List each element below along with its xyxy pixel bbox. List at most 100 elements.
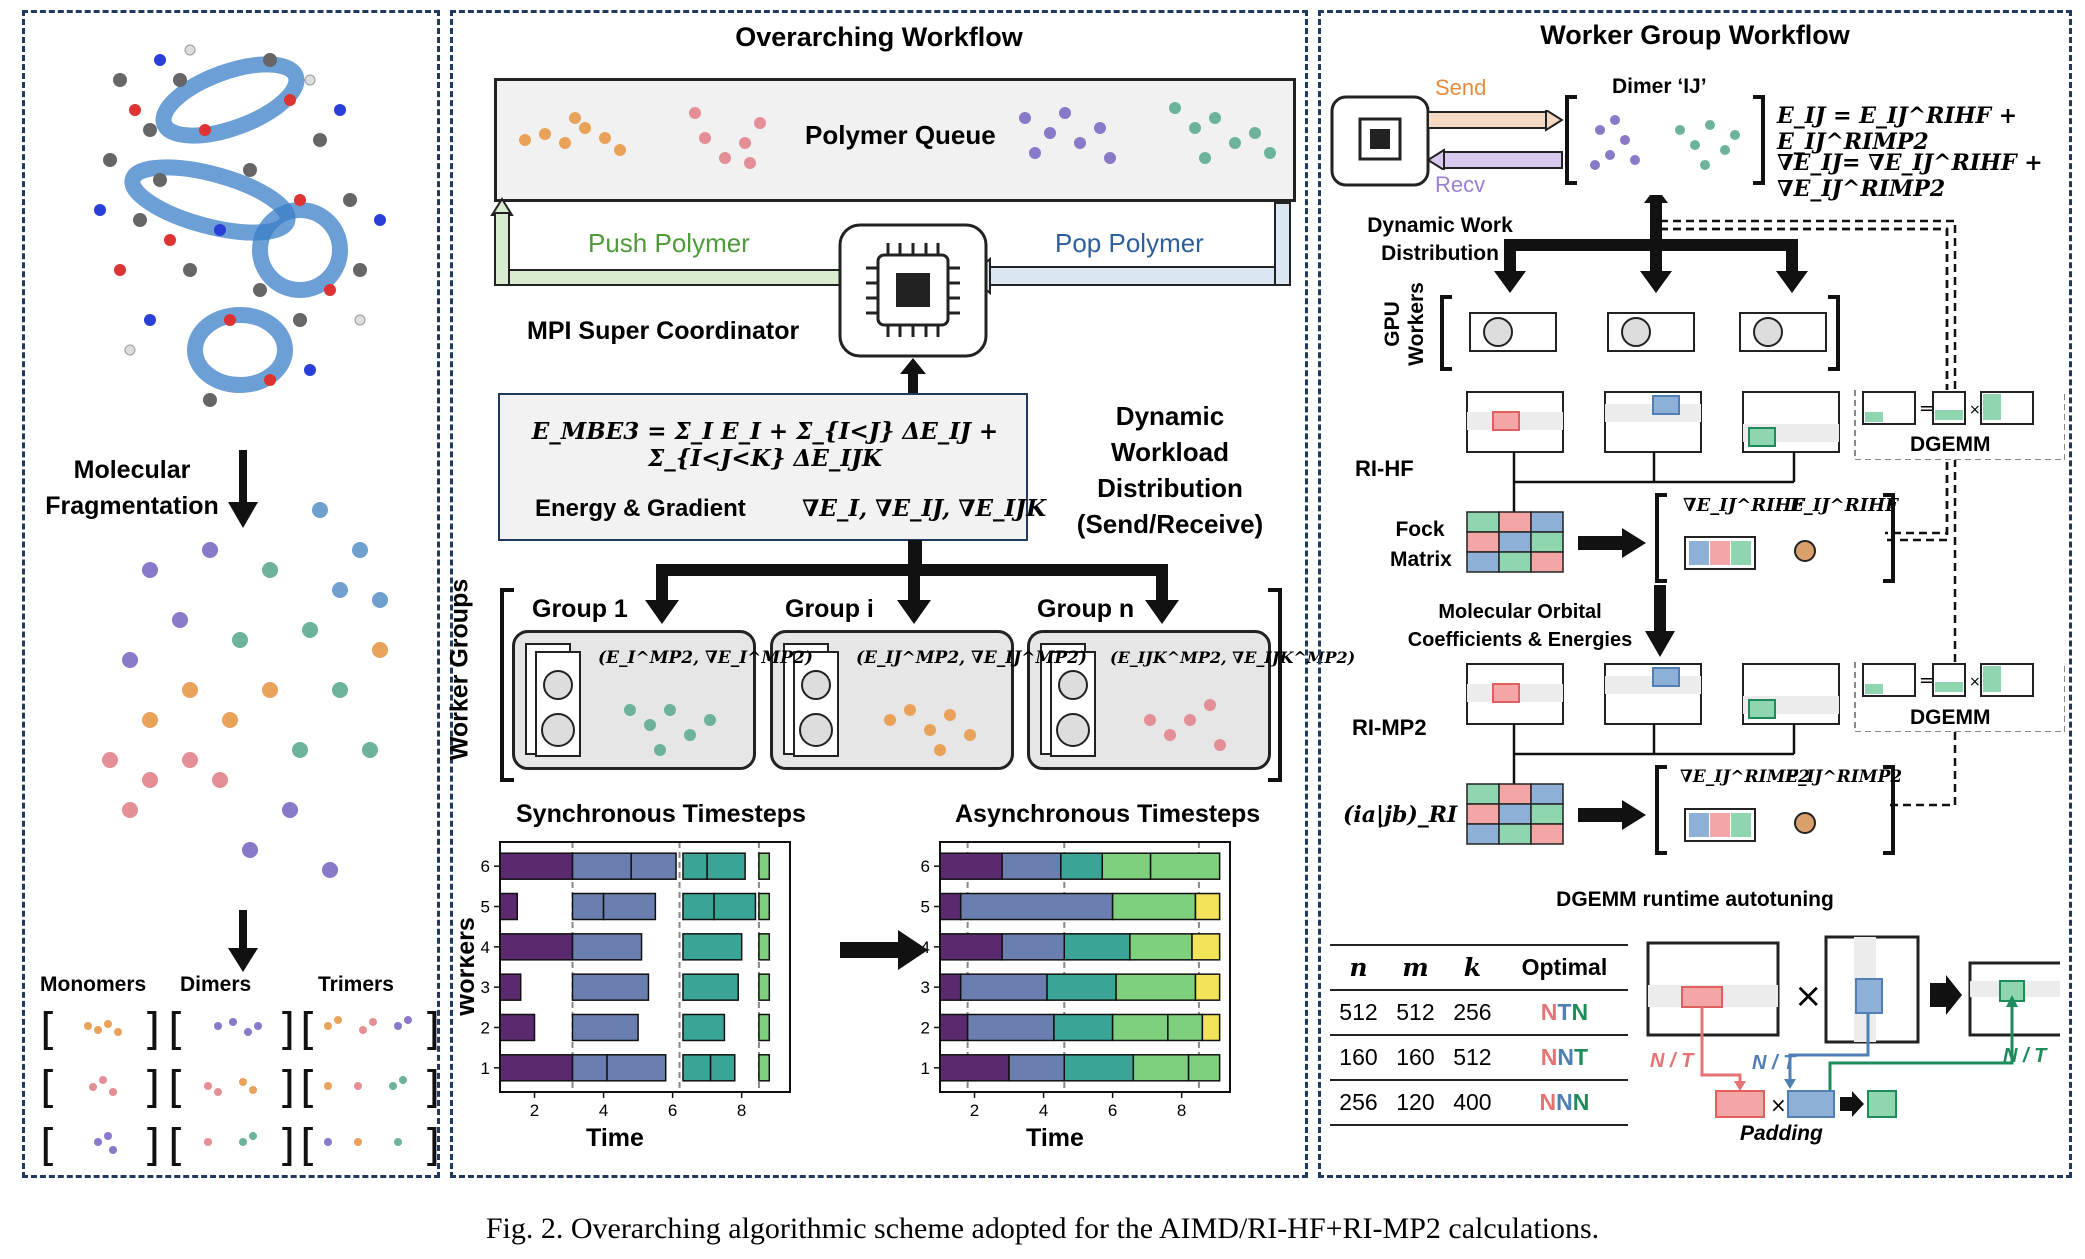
rimp2-matrices: = × — [1466, 662, 2065, 732]
svg-text:[: [ — [40, 1062, 57, 1113]
timestep-bar — [758, 1054, 771, 1082]
group-1-label: Group 1 — [532, 595, 628, 623]
x-tick-label: 4 — [599, 1101, 608, 1120]
rihf-energy: E_IJ^RIHF — [1790, 495, 1898, 516]
trimers-label: Trimers — [318, 973, 394, 996]
y-tick-label: 6 — [481, 857, 490, 876]
fock-matrix-grid — [1466, 511, 1564, 573]
y-tick-label: 6 — [921, 857, 930, 876]
timestep-bar — [939, 852, 1003, 880]
x-tick-label: 4 — [1039, 1101, 1048, 1120]
timestep-bar — [682, 973, 739, 1001]
header-m: m — [1386, 944, 1444, 990]
dgemm-label-1: DGEMM — [1910, 433, 1991, 456]
timestep-bar — [682, 1054, 712, 1082]
worker-chip-icon — [1330, 95, 1430, 187]
polymer-queue-box — [494, 78, 1296, 202]
fock-arrow-icon — [1578, 528, 1646, 558]
energy-equation-box — [498, 393, 1028, 541]
chart-transition-arrow — [840, 930, 928, 970]
dynamic-work-distribution-label: Dynamic Work Distribution — [1355, 212, 1525, 268]
timestep-bar — [682, 1013, 726, 1042]
timestep-bar — [602, 892, 657, 921]
autotuning-title: DGEMM runtime autotuning — [1556, 888, 1834, 911]
chart-frame — [499, 841, 791, 1093]
fock-line1: Fock — [1395, 518, 1445, 541]
timestep-bar — [606, 1054, 667, 1082]
svg-text:=: = — [1919, 670, 1934, 691]
y-tick-label: 4 — [481, 938, 490, 957]
timestep-bar — [939, 973, 962, 1001]
timestep-bar — [1063, 933, 1131, 961]
monomers-label: Monomers — [40, 973, 147, 996]
molecular-fragmentation-panel — [22, 10, 440, 1178]
mo-line1: Molecular Orbital — [1438, 601, 1602, 623]
protein-structure-image — [94, 44, 386, 407]
y-tick-label: 1 — [921, 1059, 930, 1078]
pop-polymer-label: Pop Polymer — [1055, 228, 1204, 258]
timestep-bar — [1063, 1054, 1135, 1082]
cell-optimal: NNN — [1500, 1079, 1628, 1125]
timestep-bar — [959, 892, 1114, 921]
timestep-bar — [571, 933, 643, 961]
x-tick-label: 6 — [668, 1101, 677, 1120]
dimer-bracket-molecules — [1565, 95, 1765, 185]
cell-m: 160 — [1386, 1034, 1444, 1080]
x-tick-label: 2 — [530, 1101, 539, 1120]
timestep-bar — [571, 1054, 608, 1082]
rimp2-arrow-icon — [1578, 800, 1646, 830]
group-i-label: Group i — [785, 595, 874, 623]
svg-text:]: ] — [143, 1004, 160, 1055]
timestep-bar — [1111, 1013, 1169, 1042]
worker-groups-label: Worker Groups — [445, 578, 474, 761]
timestep-bar — [1191, 933, 1221, 961]
table-row: 160 160 512 NNT — [1330, 1034, 1628, 1080]
nt-label-red: N / T — [1650, 1050, 1694, 1072]
svg-text:]: ] — [278, 1062, 295, 1113]
timestep-bar — [1101, 852, 1152, 880]
rimp2-energy: E_IJ^RIMP2 — [1785, 767, 1903, 787]
svg-text:]: ] — [423, 1062, 438, 1113]
y-tick-label: 1 — [481, 1059, 490, 1078]
svg-text:]: ] — [143, 1120, 160, 1171]
timestep-bar — [1060, 852, 1104, 880]
x-tick-label: 8 — [1177, 1101, 1186, 1120]
push-polymer-label: Push Polymer — [588, 228, 750, 258]
overarching-workflow-panel — [450, 10, 1308, 1178]
timestep-bar — [1115, 973, 1197, 1001]
svg-text:×: × — [1770, 1093, 1787, 1117]
timestep-bar — [499, 933, 574, 961]
x-tick-label: 2 — [970, 1101, 979, 1120]
y-tick-label: 2 — [921, 1018, 930, 1037]
dynamic-line3: Distribution — [1097, 473, 1243, 503]
worker-groups-bracket — [500, 588, 1282, 782]
cell-optimal: NNT — [1500, 1034, 1628, 1080]
distribution-arrows — [645, 540, 1179, 624]
timestep-bar — [939, 1054, 1010, 1082]
timestep-bar — [939, 933, 1003, 961]
timestep-bar — [1201, 1013, 1221, 1042]
timestep-bar — [682, 852, 708, 880]
svg-text:×: × — [1794, 976, 1823, 1016]
timestep-bar — [758, 933, 771, 961]
svg-text:[: [ — [300, 1004, 317, 1055]
cell-n: 256 — [1330, 1079, 1387, 1125]
polymer-queue-molecules — [519, 102, 1276, 169]
timestep-bar — [758, 852, 771, 880]
timestep-bar — [499, 892, 519, 921]
ri-integral-grid — [1466, 783, 1564, 845]
table-row: 256 120 400 NNN — [1330, 1079, 1628, 1125]
dynamic-work-line1: Dynamic Work — [1367, 214, 1513, 237]
y-tick-label: 3 — [921, 978, 930, 997]
cell-k: 512 — [1443, 1034, 1501, 1080]
timestep-bar — [571, 852, 632, 880]
dimer-label: Dimer ‘IJ’ — [1612, 75, 1707, 98]
header-n: n — [1330, 944, 1387, 990]
timestep-bar — [1194, 973, 1221, 1001]
timestep-bar — [499, 1013, 536, 1042]
timestep-bar — [571, 1013, 639, 1042]
async-chart-title: Asynchronous Timesteps — [955, 800, 1261, 828]
timestep-bar — [1111, 892, 1197, 921]
rimp2-result-bracket — [1655, 765, 1895, 855]
